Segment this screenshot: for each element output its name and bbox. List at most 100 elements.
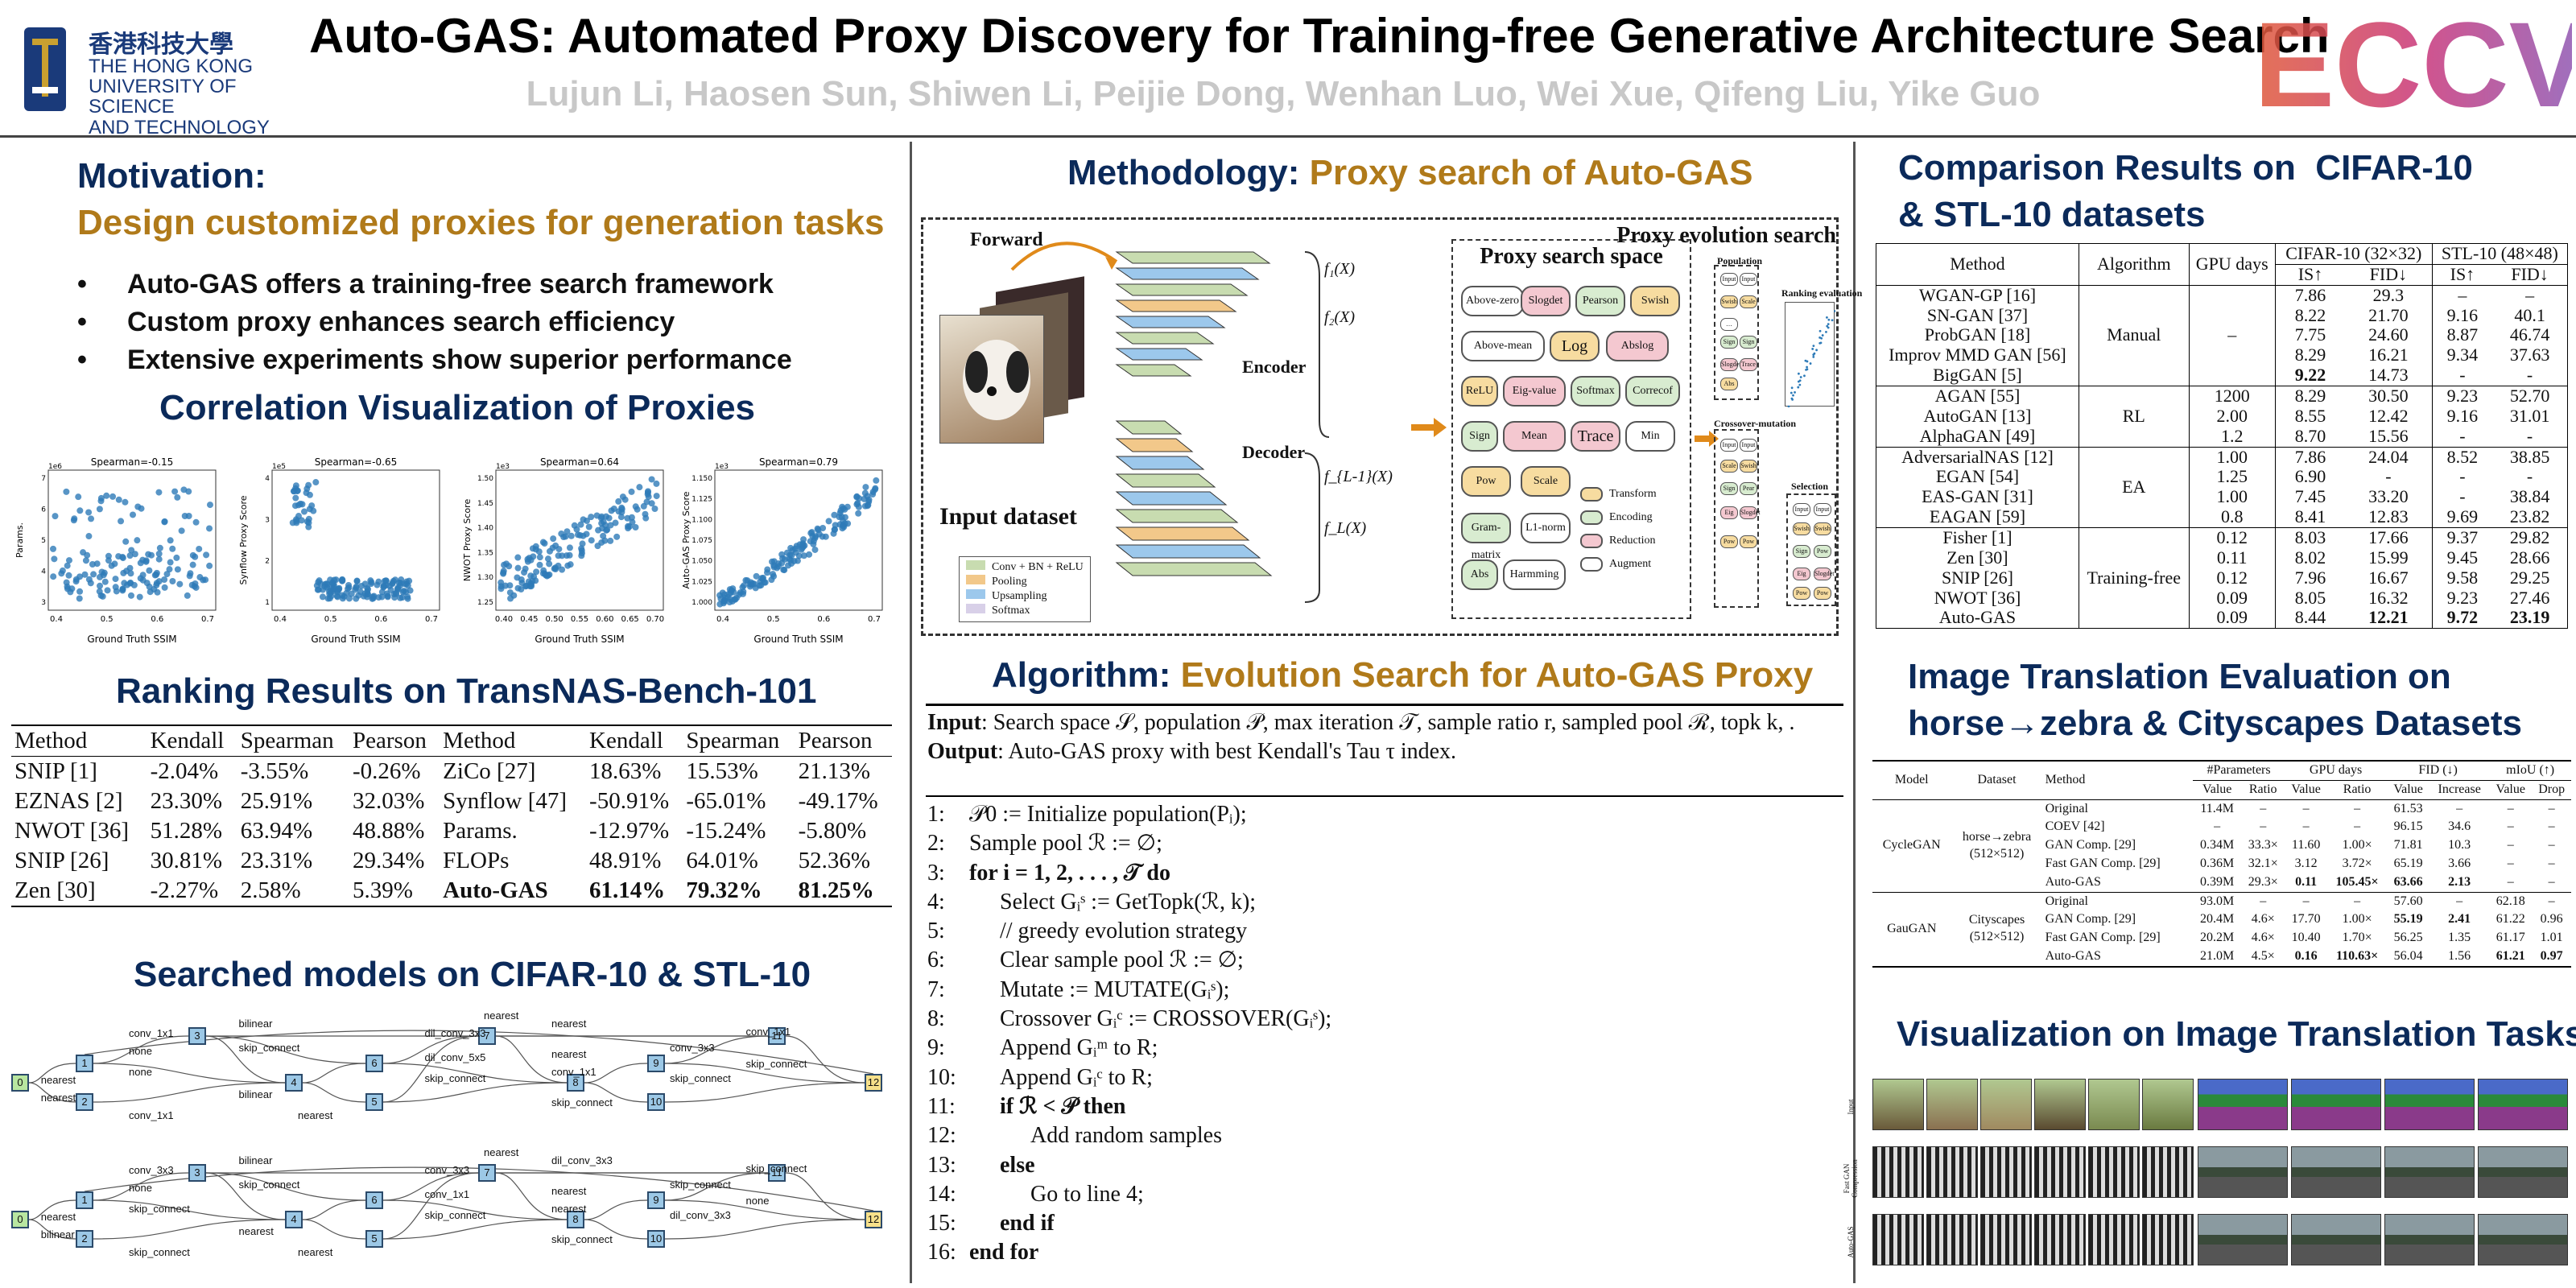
translation-model-cell: CycleGAN [1882, 838, 1941, 852]
comparison-cell: 9.23 [2446, 587, 2479, 608]
ranking-cell: -50.91% [589, 788, 670, 814]
comparison-cell: BigGAN [5] [1876, 365, 2079, 386]
graph-edge-label: conv_1x1 [745, 1026, 791, 1038]
translation-thumbnail [1872, 1146, 1924, 1198]
translation-cell: 56.25 [2393, 931, 2423, 945]
comparison-cell: 1200 [2189, 386, 2276, 407]
scatter-points [497, 476, 660, 602]
algorithm-line: 16:end for [927, 1238, 1843, 1267]
comparison-cell: 46.74 [2509, 324, 2550, 345]
bullet-text: Extensive experiments show superior perf… [127, 345, 792, 375]
translation-title-line: horse→zebra & Cityscapes Datasets [1908, 704, 2522, 743]
vis-row-label: Fast GAN Compression [1843, 1159, 1859, 1198]
graph-node: 11 [768, 1164, 786, 1182]
ranking-cell: SNIP [26] [14, 848, 109, 873]
translation-cell: – [2548, 838, 2555, 852]
comparison-header-cell: FID↓ [2345, 264, 2433, 286]
proxy-op-chip: ReLU [1461, 376, 1498, 407]
legend-label: Softmax [992, 605, 1030, 617]
graph-edge-label: none [129, 1182, 152, 1194]
graph-node: 6 [365, 1191, 383, 1209]
y-tick-label: 1.100 [691, 516, 712, 524]
evolution-cell: Pow [1814, 545, 1831, 558]
translation-cell: 0.34M [2200, 838, 2235, 852]
graph-edge-label: skip_connect [129, 1203, 190, 1215]
ranking-header-cell: Method [443, 728, 516, 753]
comparison-cell: 52.70 [2509, 386, 2550, 407]
translation-cell: 2.13 [2448, 874, 2471, 889]
translation-thumbnail [2088, 1146, 2140, 1198]
translation-header-cell: Method [2045, 772, 2086, 786]
ranking-cell: -49.17% [798, 788, 878, 814]
comparison-cell: 8.03 [2294, 527, 2326, 548]
graph-edge-label: none [129, 1066, 152, 1078]
translation-cell: 34.6 [2448, 819, 2471, 834]
translation-cell: – [2214, 819, 2221, 834]
translation-cell: – [2354, 801, 2361, 815]
graph-edge-label: dil_conv_3x3 [551, 1154, 613, 1166]
comparison-cell: 7.96 [2294, 567, 2326, 588]
evolution-cell: Sign [1740, 336, 1757, 349]
x-tick-label: 0.60 [596, 615, 613, 624]
ranking-cell: -12.97% [589, 818, 670, 844]
y-tick-label: 4 [41, 568, 46, 576]
type-label: Transform [1609, 488, 1657, 500]
algorithm-line: 6:Clear sample pool ℛ := ∅; [927, 946, 1843, 975]
plot-xlabel: Ground Truth SSIM [535, 634, 624, 645]
translation-thumbnail [1926, 1146, 1978, 1198]
comparison-cell: 21.70 [2345, 305, 2433, 326]
line-text: for i = 1, 2, . . . , 𝒯 do [969, 860, 1171, 886]
evolution-cell: Swish [1793, 522, 1810, 535]
graph-edge-label: conv_3x3 [129, 1164, 174, 1176]
translation-cell: Original [2045, 801, 2088, 815]
translation-cell: 4.6× [2251, 931, 2275, 945]
translation-cell: 3.66 [2448, 856, 2471, 870]
evolution-cell: Eig [1793, 568, 1810, 580]
comparison-cell: 30.50 [2345, 386, 2433, 407]
ranking-cell: 23.30% [150, 788, 222, 814]
plot-title: Spearman=-0.65 [315, 456, 397, 468]
translation-cell: 110.63× [2335, 948, 2379, 963]
algorithm-line: 5:// greedy evolution strategy [927, 917, 1843, 946]
translation-title: Image Translation Evaluation on horse→ze… [1908, 654, 2522, 747]
univ-line: THE HONG KONG [89, 56, 254, 77]
bullet-text: Auto-GAS offers a training-free search f… [127, 269, 774, 299]
comparison-cell: AGAN [55] [1876, 386, 2079, 407]
translation-cell: – [2354, 894, 2361, 908]
output-label: Output [927, 739, 998, 764]
plot-title: Spearman=-0.15 [91, 456, 173, 468]
bullet-item: •Extensive experiments show superior per… [77, 345, 792, 375]
comparison-cell: 7.86 [2294, 446, 2326, 467]
graph-edge-label: bilinear [40, 1228, 75, 1241]
graph-node: 3 [188, 1164, 206, 1182]
translation-cell: 33.3× [2248, 838, 2278, 852]
evolution-cell: Swish [1720, 295, 1738, 308]
algorithm-title-b: Evolution Search for Auto-GAS Proxy [1180, 655, 1814, 695]
y-tick-label: 2 [265, 558, 270, 566]
comparison-cell: AlphaGAN [49] [1876, 426, 2079, 448]
algorithm-lines: 1:𝒫0 := Initialize population(Pᵢ);2:Samp… [927, 800, 1843, 1268]
proxy-op-chip: Log [1550, 331, 1600, 361]
f-label: f₂(X) [1324, 308, 1356, 326]
comparison-cell: - [2526, 425, 2533, 446]
algorithm-line: 14:Go to line 4; [927, 1180, 1843, 1209]
poster-authors: Lujun Li, Haosen Sun, Shiwen Li, Peijie … [526, 74, 2041, 114]
graph-edge-label: skip_connect [424, 1072, 486, 1084]
evolution-cell: Pow [1720, 535, 1738, 548]
dataset-resolution: (512×512) [1969, 846, 2025, 861]
cityscape-thumbnail [2384, 1146, 2475, 1198]
graph-node: 2 [76, 1230, 93, 1248]
proxy-op-chip: Sign [1461, 421, 1498, 452]
x-tick-label: 0.7 [868, 615, 881, 624]
graph-edge-label: nearest [298, 1109, 333, 1121]
graph-node: 10 [647, 1230, 665, 1248]
algorithm-rule [926, 795, 1843, 797]
translation-dataset-cell: horse→zebra(512×512) [1951, 799, 2042, 892]
